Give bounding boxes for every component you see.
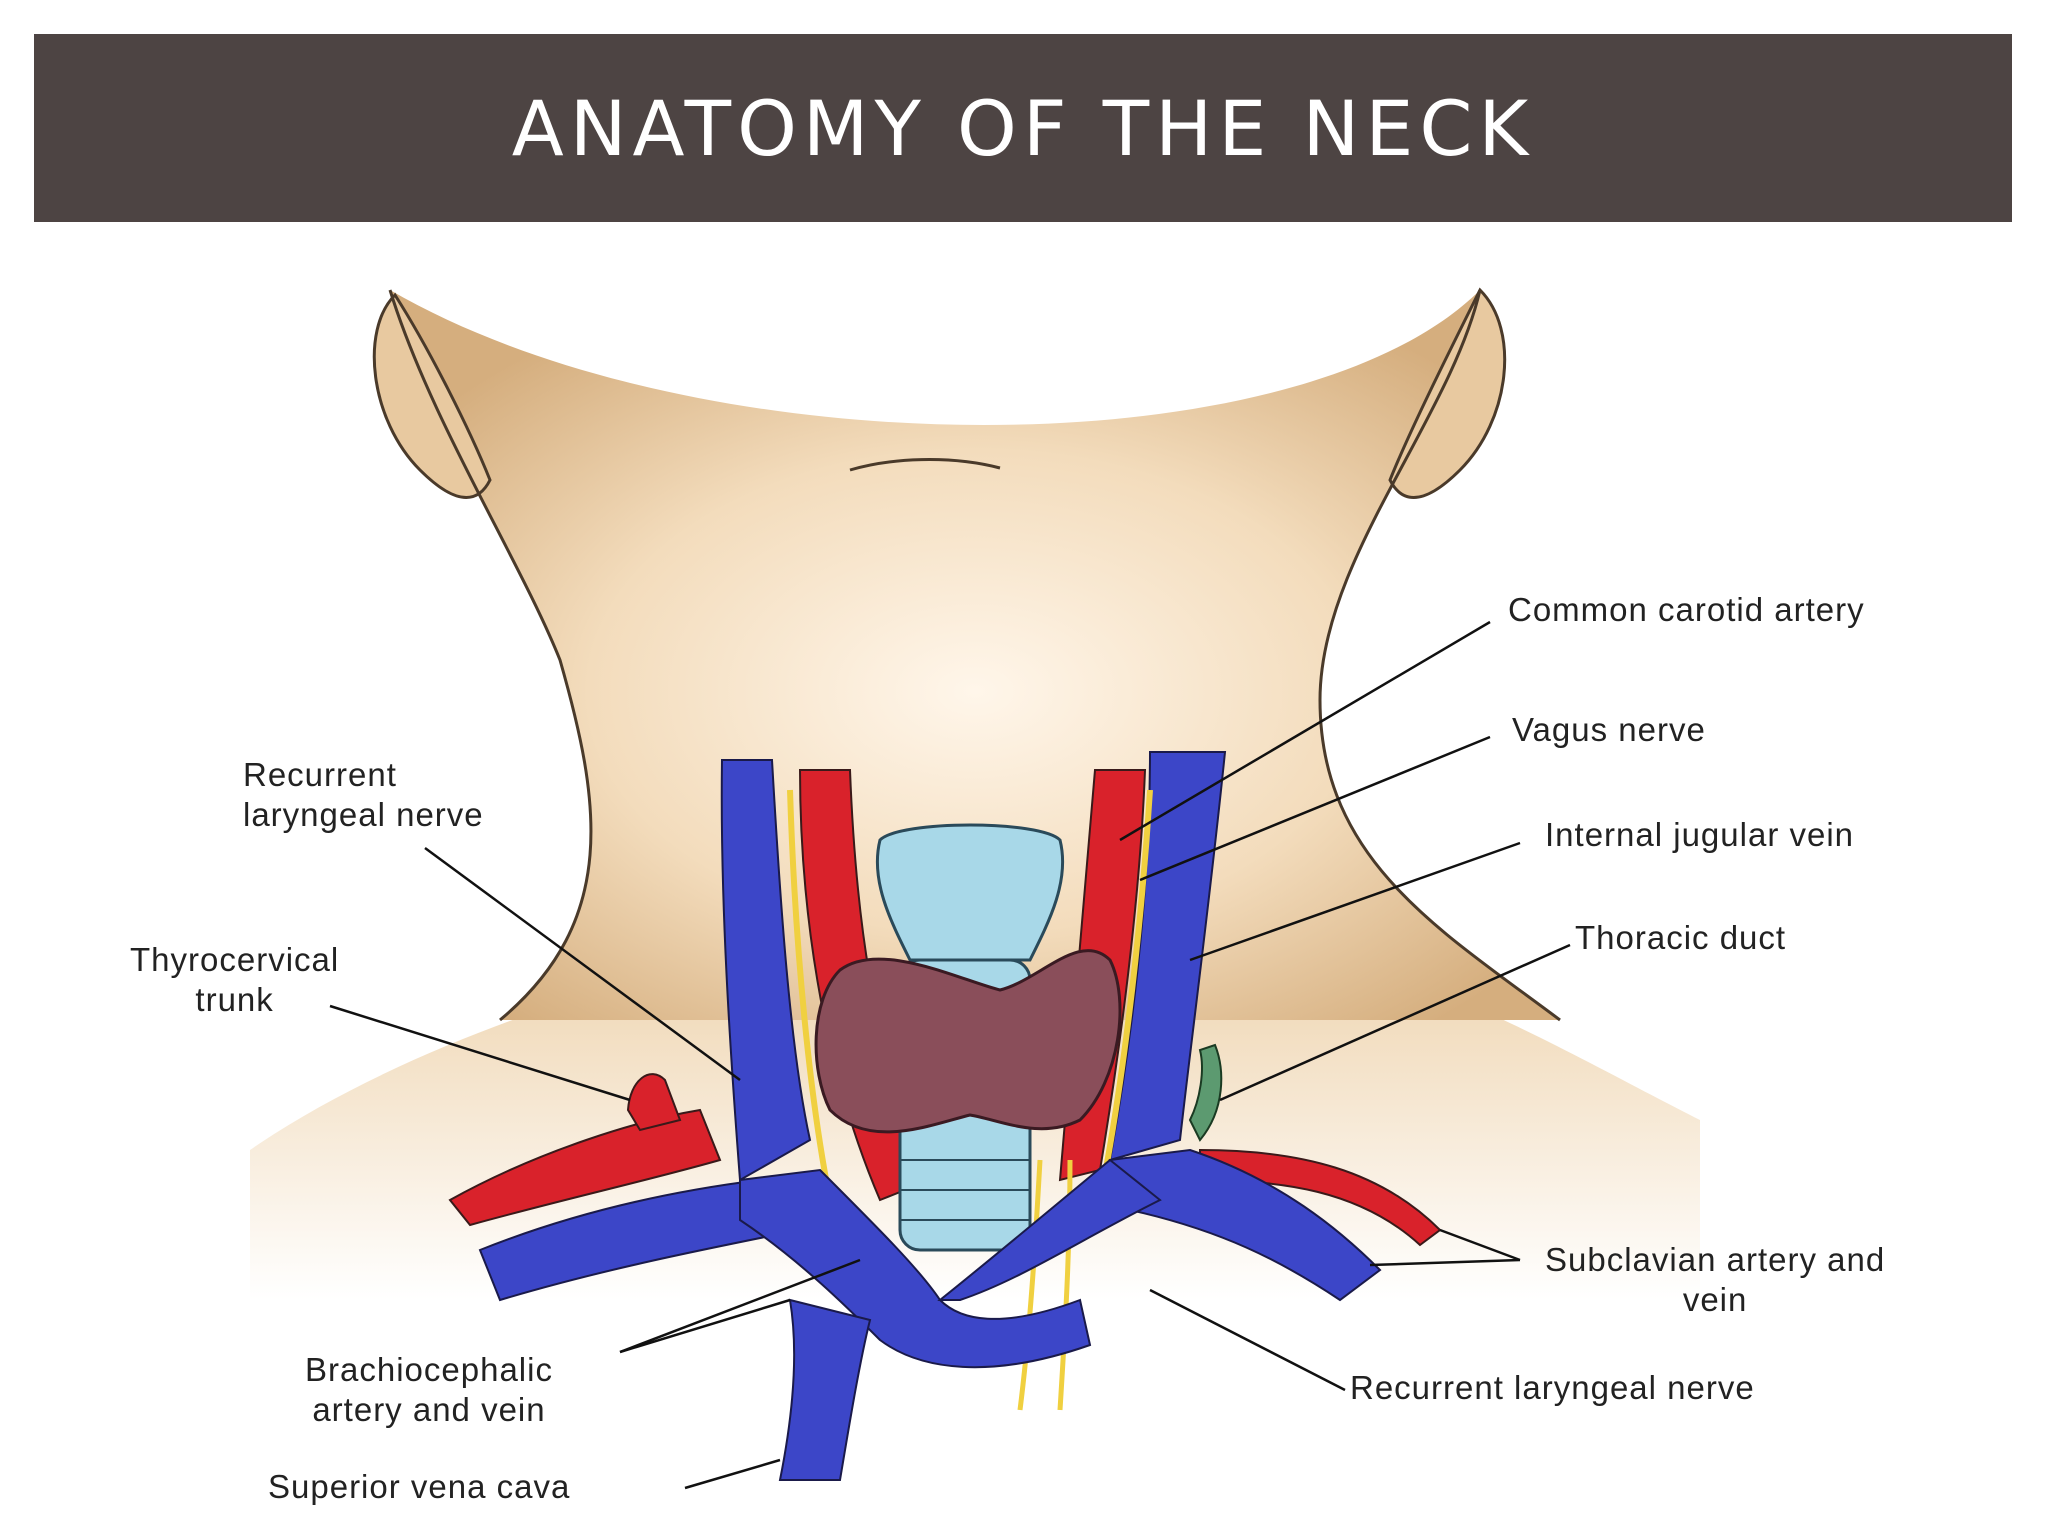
chin-line (849, 458, 1001, 472)
slide-title: ANATOMY OF THE NECK (511, 83, 1535, 173)
right-ear (1388, 287, 1507, 499)
label-line: Recurrent (243, 756, 397, 793)
left-subclavian-artery (448, 1108, 722, 1227)
left-vagus-nerve (787, 789, 833, 1201)
label-superior-vena-cava: Superior vena cava (268, 1468, 571, 1505)
label-line: trunk (195, 981, 274, 1018)
superior-vena-cava (778, 1298, 872, 1481)
label-subclavian-artery-and-vein: Subclavian artery and vein (1545, 1240, 1885, 1320)
label-line: Thyrocervical (130, 941, 340, 978)
left-internal-jugular-vein (720, 759, 812, 1182)
label-recurrent-laryngeal-nerve-left: Recurrent laryngeal nerve (243, 755, 484, 835)
right-vagus-nerve (1097, 789, 1153, 1201)
right-subclavian-vein (1108, 1148, 1382, 1302)
label-common-carotid-artery: Common carotid artery (1508, 591, 1865, 628)
title-bar: ANATOMY OF THE NECK (34, 34, 2012, 222)
thyrocervical-trunk (626, 1073, 682, 1132)
thoracic-duct (1188, 1043, 1223, 1142)
label-line: Subclavian artery and (1545, 1241, 1886, 1278)
thyroid-gland (814, 949, 1122, 1134)
label-line: artery and vein (312, 1391, 546, 1428)
left-brachiocephalic-vein (739, 1168, 1092, 1369)
label-thyrocervical-trunk: Thyrocervical trunk (130, 940, 339, 1020)
neck-illustration (250, 287, 1700, 1490)
label-thoracic-duct: Thoracic duct (1575, 919, 1787, 956)
right-brachiocephalic-vein (937, 1158, 1162, 1301)
label-line: vein (1682, 1281, 1748, 1318)
label-line: laryngeal nerve (243, 796, 484, 833)
label-line: Brachiocephalic (305, 1351, 553, 1388)
label-brachiocephalic-artery-and-vein: Brachiocephalic artery and vein (305, 1350, 553, 1430)
neck (390, 290, 1560, 1020)
label-internal-jugular-vein: Internal jugular vein (1545, 816, 1855, 853)
recurrent-laryngeal-nerve-lower (1017, 1159, 1043, 1411)
larynx-cartilage (875, 823, 1065, 962)
label-vagus-nerve: Vagus nerve (1512, 711, 1706, 748)
neck-anatomy-figure: Common carotid artery Vagus nerve Intern… (0, 230, 2048, 1536)
leader-lines (329, 620, 1571, 1490)
label-recurrent-laryngeal-nerve-right: Recurrent laryngeal nerve (1350, 1369, 1755, 1406)
